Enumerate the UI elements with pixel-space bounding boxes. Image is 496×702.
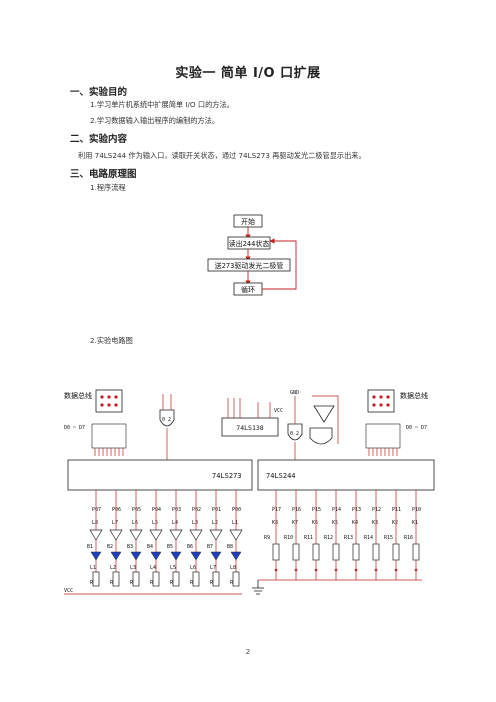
l-label: L8 <box>92 520 98 526</box>
p0-label: P04 <box>152 507 161 513</box>
buffer-label: B7 <box>207 544 213 550</box>
buffer-label: B8 <box>227 544 233 550</box>
r-right-label: R13 <box>344 535 353 541</box>
content-text: 利用 74LS244 作为输入口，读取开关状态，通过 74LS273 再驱动发光… <box>78 151 366 160</box>
buffer-label: B1 <box>87 544 93 550</box>
k-label: K5 <box>332 520 338 526</box>
k-label: K7 <box>292 520 298 526</box>
r-right-label: R10 <box>284 535 293 541</box>
l-label: L4 <box>172 520 178 526</box>
program-flowchart: 开始 读出244状态 送273驱动发光二极管 循环 <box>207 214 297 296</box>
purpose-item-2: 2.学习数据输入输出程序的编制的方法。 <box>90 116 220 125</box>
p1-label: P16 <box>292 507 301 513</box>
r-right-label: R14 <box>364 535 373 541</box>
led-label: L4 <box>150 565 156 571</box>
led-label: L1 <box>90 565 96 571</box>
r-right-label: R16 <box>404 535 413 541</box>
gnd-label: GND <box>290 390 299 396</box>
gate-mid-label: 0 2 <box>290 431 299 437</box>
section-heading-content: 二、实验内容 <box>70 134 128 145</box>
buffer-label: B6 <box>187 544 193 550</box>
k-label: K2 <box>392 520 398 526</box>
gate-left-label: 0 2 <box>162 417 171 423</box>
l-label: L1 <box>232 520 238 526</box>
flow-read: 读出244状态 <box>229 239 270 248</box>
p0-label: P01 <box>212 507 221 513</box>
chip-244-label: 74LS244 <box>266 472 296 480</box>
p1-label: P14 <box>332 507 341 513</box>
l-label: L7 <box>112 520 118 526</box>
experiment-circuit-diagram: 数据总线 D0 ~ D7 0 2 74LS138 VCC GND 0 2 <box>64 389 435 595</box>
buffer-label: B2 <box>107 544 113 550</box>
bus-left-range: D0 ~ D7 <box>64 425 85 431</box>
l-label: L5 <box>152 520 158 526</box>
k-label: K1 <box>412 520 418 526</box>
k-label: K3 <box>372 520 378 526</box>
led-label: L2 <box>110 565 116 571</box>
p1-label: P13 <box>352 507 361 513</box>
chip-138-label: 74LS138 <box>236 424 263 432</box>
section-heading-schematic: 三、电路原理图 <box>70 169 137 180</box>
l-label: L2 <box>212 520 218 526</box>
vcc-bottom-label: VCC <box>64 588 73 594</box>
p0-label: P03 <box>172 507 181 513</box>
p0-label: P02 <box>192 507 201 513</box>
k-label: K6 <box>312 520 318 526</box>
section-heading-purpose: 一、实验目的 <box>70 87 128 98</box>
p0-label: P07 <box>92 507 101 513</box>
page-number: 2 <box>245 648 251 656</box>
buffer-label: B4 <box>147 544 153 550</box>
r-right-label: R9 <box>264 535 270 541</box>
l-label: L6 <box>132 520 138 526</box>
chip-273-label: 74LS273 <box>212 472 242 480</box>
bus-left-label: 数据总线 <box>64 391 92 400</box>
p0-label: P06 <box>112 507 121 513</box>
flow-loop: 循环 <box>241 285 255 294</box>
k-label: K8 <box>272 520 278 526</box>
p1-label: P17 <box>272 507 281 513</box>
buffer-label: B3 <box>127 544 133 550</box>
buffer-label: B5 <box>167 544 173 550</box>
r-right-label: R11 <box>304 535 313 541</box>
p0-label: P00 <box>232 507 241 513</box>
r-right-label: R15 <box>384 535 393 541</box>
led-label: L5 <box>170 565 176 571</box>
p1-label: P10 <box>412 507 421 513</box>
led-label: L7 <box>210 565 216 571</box>
p1-label: P15 <box>312 507 321 513</box>
led-label: L6 <box>190 565 196 571</box>
led-label: L3 <box>130 565 136 571</box>
purpose-item-1: 1.学习单片机系统中扩展简单 I/O 口的方法。 <box>90 100 234 109</box>
vcc-top-label: VCC <box>274 408 283 414</box>
flow-send: 送273驱动发光二极管 <box>215 261 284 270</box>
page-title: 实验一 简单 I/O 口扩展 <box>175 66 321 81</box>
k-label: K4 <box>352 520 358 526</box>
p0-label: P05 <box>132 507 141 513</box>
schematic-item-2: 2.实验电路图 <box>90 336 133 345</box>
p1-label: P12 <box>372 507 381 513</box>
p1-label: P11 <box>392 507 401 513</box>
flow-start: 开始 <box>241 217 255 226</box>
l-label: L3 <box>192 520 198 526</box>
schematic-item-1: 1.程序流程 <box>90 183 126 192</box>
r-right-label: R12 <box>324 535 333 541</box>
bus-right-label: 数据总线 <box>400 391 428 400</box>
led-label: L8 <box>230 565 236 571</box>
bus-right-range: D0 ~ D7 <box>406 425 427 431</box>
